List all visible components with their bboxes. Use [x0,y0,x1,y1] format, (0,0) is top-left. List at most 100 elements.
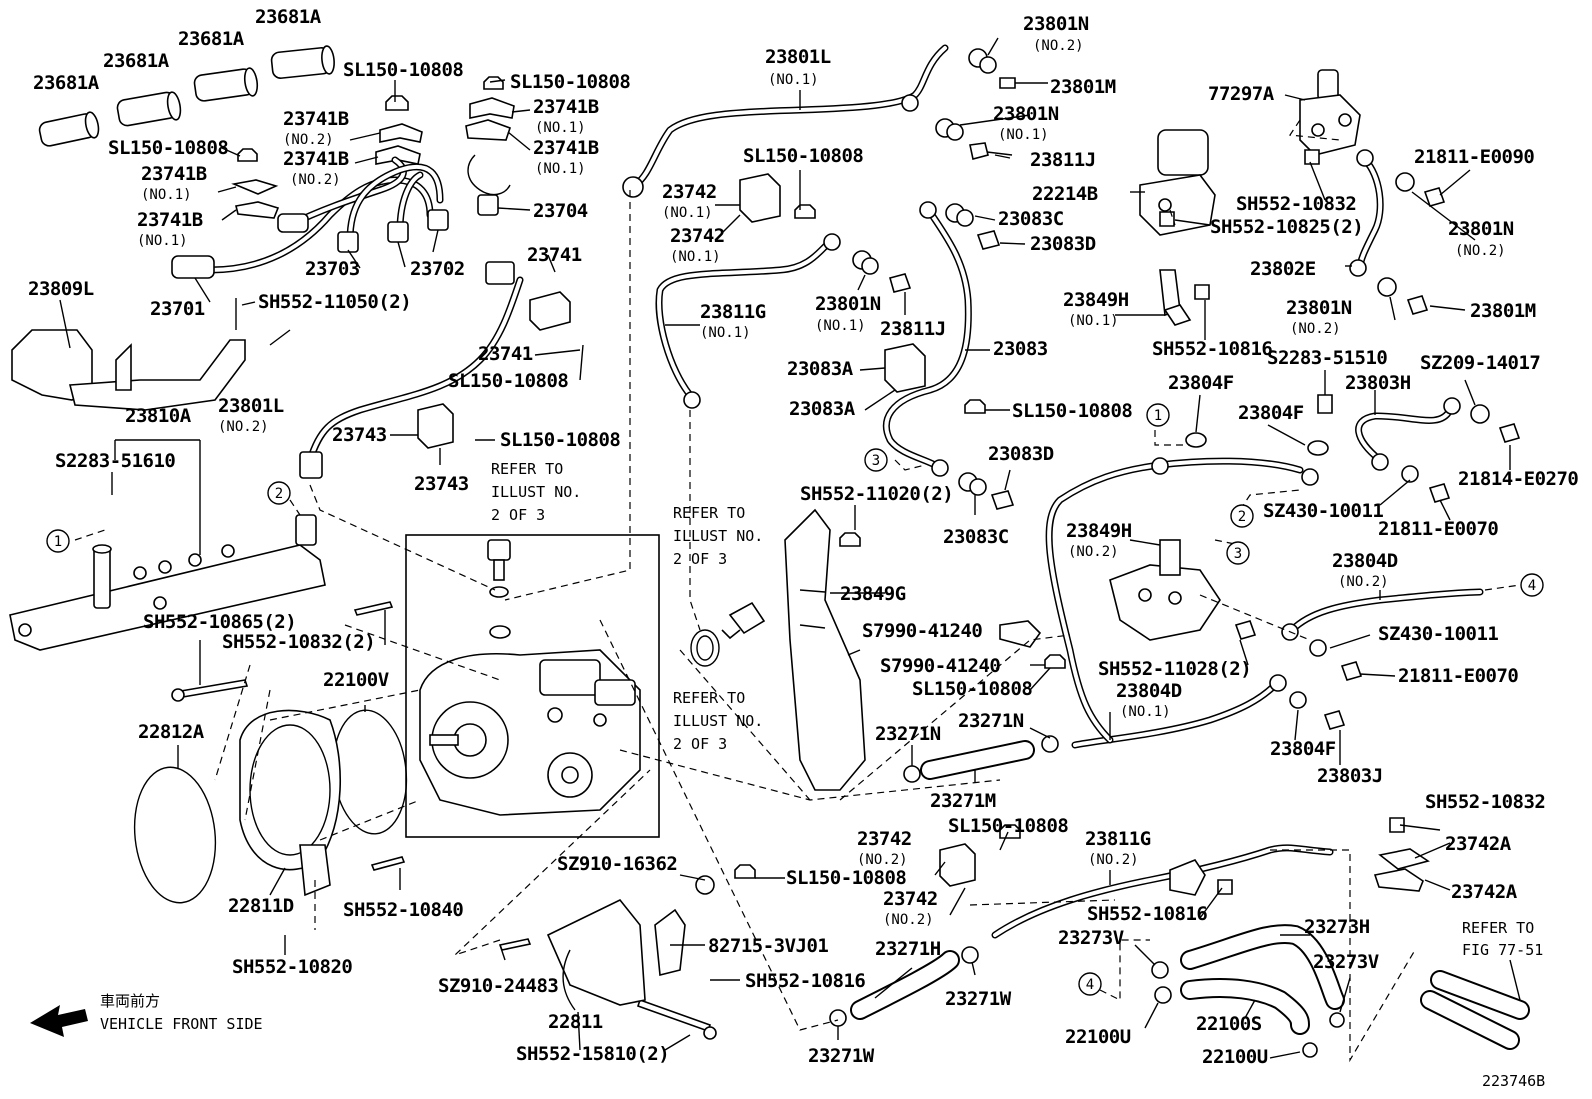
nozzle-holder-3 [193,67,259,102]
label-sl150: SL150-10808 [948,815,1068,837]
label-s7990: S7990-41240 [862,620,982,642]
hose-clamp-icon [829,735,1345,1058]
label-23802E: 23802E [1250,258,1316,280]
svg-text:4: 4 [1528,578,1536,594]
svg-text:4: 4 [1086,977,1094,993]
supply-pump [419,539,641,816]
note-refer-fig: REFER TO [1462,919,1534,937]
label-23083C: 23083C [998,208,1064,230]
svg-text:(NO.2): (NO.2) [857,852,908,868]
note-refer: REFER TO [673,504,745,522]
svg-text:(NO.1): (NO.1) [1068,313,1119,329]
label-23811G: 23811G [700,301,766,323]
label-23742A: 23742A [1445,833,1512,855]
label-23811G: 23811G [1085,828,1151,850]
label-sh552: SH552-10832 [1425,791,1545,813]
label-sl150: SL150-10808 [786,867,906,889]
label-sh552: SH552-15810(2) [516,1043,669,1065]
svg-text:3: 3 [872,453,880,469]
label-23742: 23742 [662,181,717,203]
label-sl150: SL150-10808 [743,145,863,167]
label-22100S: 22100S [1196,1013,1262,1035]
svg-text:(NO.2): (NO.2) [290,172,341,188]
nozzle-holder-4 [270,45,335,79]
label-23804F: 23804F [1238,402,1304,424]
nut-icon [237,76,504,162]
label-sz910: SZ910-24483 [438,975,558,997]
label-23801N: 23801N [815,293,881,315]
svg-text:(NO.2): (NO.2) [1068,544,1119,560]
label-22214B: 22214B [1032,183,1098,205]
label-23801N: 23801N [1023,13,1089,35]
bracket-23849G [784,508,866,791]
label-sh552: SH552-10832(2) [222,631,375,653]
ref-circle-2a: 2 [267,481,291,505]
svg-text:2 OF 3: 2 OF 3 [673,550,727,568]
svg-text:(NO.2): (NO.2) [1338,574,1389,590]
label-sl150: SL150-10808 [108,137,228,159]
svg-text:(NO.1): (NO.1) [535,120,586,136]
label-23271W: 23271W [808,1045,875,1067]
label-23801L: 23801L [218,395,284,417]
label-23271H: 23271H [875,938,941,960]
label-22812A: 22812A [138,721,205,743]
valve-22214B [1139,129,1216,236]
label-21811: 21811-E0090 [1414,146,1534,168]
svg-text:(NO.1): (NO.1) [768,72,819,88]
label-23743: 23743 [414,473,469,495]
label-23801M: 23801M [1470,300,1536,322]
label-23804F: 23804F [1168,372,1234,394]
label-23681A: 23681A [33,72,100,94]
svg-text:(NO.2): (NO.2) [1455,243,1506,259]
label-23703: 23703 [305,258,360,280]
label-23701: 23701 [150,298,205,320]
label-22811D: 22811D [228,895,294,917]
svg-text:FIG 77-51: FIG 77-51 [1462,941,1543,959]
label-23804D: 23804D [1332,550,1398,572]
label-22100V: 22100V [323,669,389,691]
label-22100U: 22100U [1065,1026,1131,1048]
hose-23271H [850,950,960,1020]
hose-22100S [1180,924,1345,1035]
svg-text:(NO.1): (NO.1) [998,127,1049,143]
label-23801N: 23801N [1448,218,1514,240]
note-refer: REFER TO [673,689,745,707]
bracket-22811 [546,864,756,1011]
label-sh552: SH552-11020(2) [800,483,953,505]
label-23801M: 23801M [1050,76,1116,98]
hose-23271M [920,740,1035,780]
fuel-pipe-23803H [1355,397,1461,471]
label-23741B: 23741B [283,148,349,170]
label-23681A: 23681A [255,6,322,28]
svg-text:(NO.1): (NO.1) [1120,704,1171,720]
label-sz430: SZ430-10011 [1263,500,1383,522]
svg-text:(NO.1): (NO.1) [670,249,721,265]
label-sz209: SZ209-14017 [1420,352,1540,374]
label-23801N: 23801N [993,103,1059,125]
label-23742A: 23742A [1451,881,1518,903]
clamp-icon [417,173,1430,892]
label-23742: 23742 [670,225,725,247]
label-23083A: 23083A [787,358,854,380]
ref-circle-3b: 3 [1226,541,1250,565]
label-23083D: 23083D [1030,233,1096,255]
svg-text:3: 3 [1234,546,1242,562]
reference-circles: 1 2 3 1 2 3 4 4 [46,403,1544,996]
label-23741B: 23741B [533,96,599,118]
label-sh552: SH552-10816 [745,970,865,992]
label-23271W: 23271W [945,988,1012,1010]
svg-text:2 OF 3: 2 OF 3 [673,735,727,753]
label-23811J: 23811J [1030,149,1096,171]
label-23271M: 23271M [930,790,996,812]
ref-circle-4a: 4 [1520,573,1544,597]
svg-text:(NO.1): (NO.1) [535,161,586,177]
label-21811: 21811-E0070 [1378,518,1498,540]
label-23273V: 23273V [1058,927,1124,949]
fuel-pipe-23083 [882,201,972,477]
bracket-23849H-no2 [1109,539,1221,641]
label-sh552: SH552-10832 [1236,193,1356,215]
part-labels: 23681A 23681A 23681A 23681A SL150-10808 … [28,6,1579,1090]
label-23743: 23743 [332,424,387,446]
fuel-pipe-23811G-no1 [655,233,841,409]
svg-text:(NO.1): (NO.1) [137,233,188,249]
